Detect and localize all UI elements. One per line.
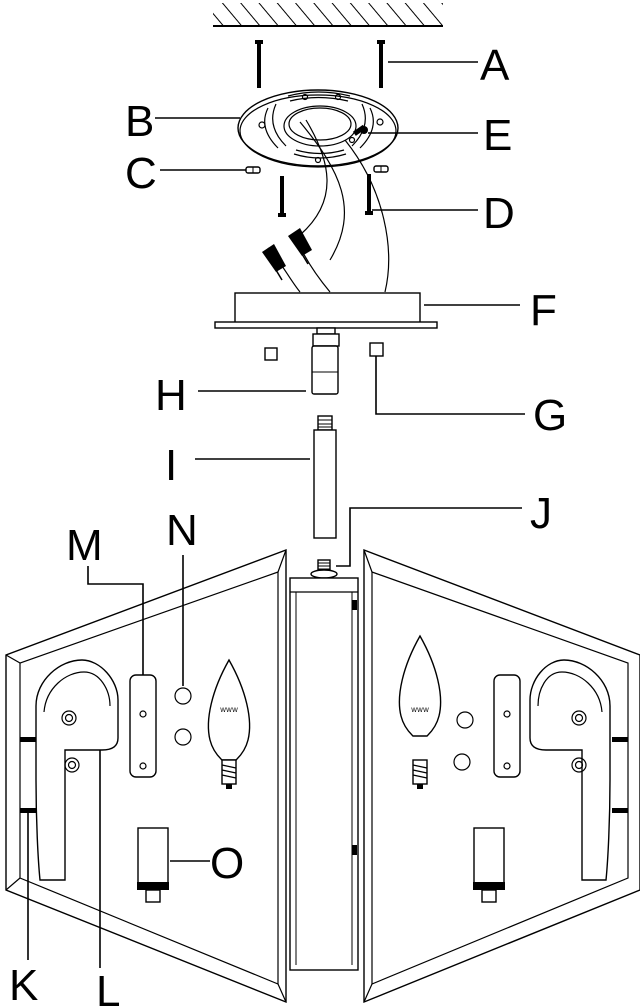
mounting-block-right [369,342,384,357]
wire-connector-left [262,244,286,281]
screw-holes-left [174,687,192,746]
mounting-plate-right [493,674,521,778]
arm-bracket-left [35,659,119,881]
candle-socket-left [137,827,169,903]
supply-wires [267,119,390,293]
label-e: E [483,111,512,160]
hinge-pin-right [612,737,628,813]
canopy-screw-left [278,176,286,217]
label-m: M [66,521,103,570]
ground-screw [348,124,368,144]
hinge-pin-left [20,737,36,813]
ceiling-screw-right [377,40,385,88]
extension-rod [313,415,337,539]
mounting-bracket [237,89,399,168]
label-g: G [533,391,567,440]
label-h: H [155,371,187,420]
threaded-nipple [310,559,338,579]
coupler [311,327,340,395]
label-d: D [483,189,515,238]
label-c: C [125,149,157,198]
candle-bulb-left: WWW [207,658,251,789]
wire-connector-right [288,228,312,265]
ceiling-screw-left [255,40,263,88]
label-f: F [530,286,557,335]
leader-g [375,356,525,415]
ceiling [213,3,443,27]
label-n: N [166,506,198,555]
canopy-screw-right [365,174,373,215]
label-a: A [480,41,510,90]
arm-bracket-right [529,659,611,881]
label-l: L [96,967,120,1008]
leader-j [336,507,522,567]
candle-socket-right [473,827,505,903]
bulb-marking-right: WWW [411,707,429,714]
label-i: I [165,441,177,490]
bulb-marking-left: WWW [220,707,238,714]
screw-holes-right [453,711,474,771]
mounting-block-left [264,347,278,361]
label-o: O [210,839,244,888]
label-b: B [125,97,154,146]
label-k: K [9,961,38,1008]
canopy [214,292,438,329]
bracket-nut-right [373,165,389,173]
center-spine [289,577,359,971]
bracket-nut-left [245,166,261,174]
leader-m [87,566,144,675]
candle-bulb-right: WWW [398,634,442,789]
mounting-plate-left [129,674,157,778]
label-j: J [530,489,552,538]
